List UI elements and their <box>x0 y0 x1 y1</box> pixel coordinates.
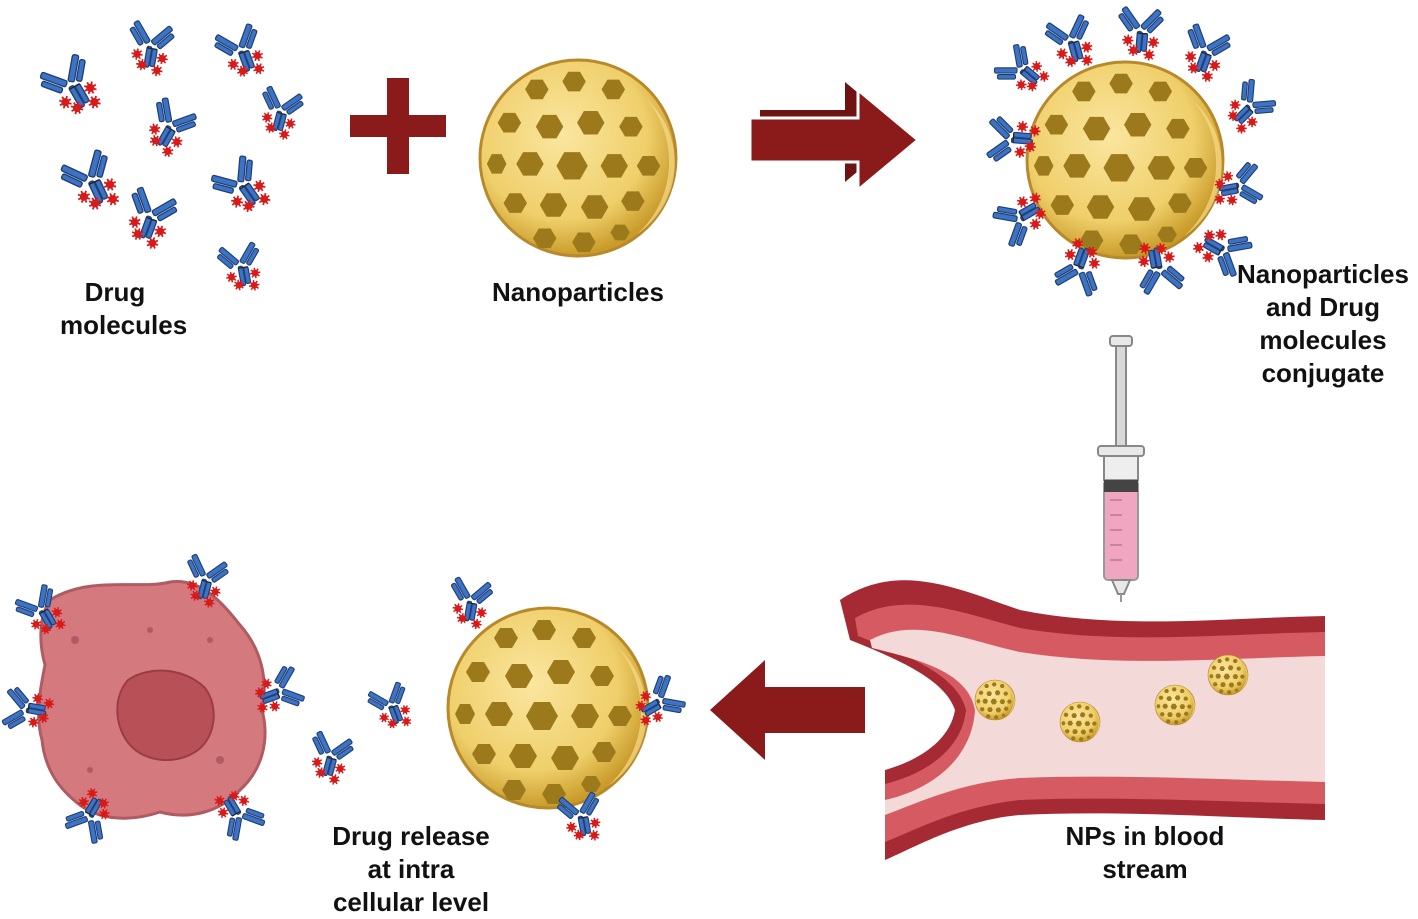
blood-vessel <box>840 580 1325 860</box>
label-line: molecules <box>1259 325 1387 355</box>
label-nanoparticles: Nanoparticles <box>478 276 678 309</box>
label-drug-molecules: Drug molecules <box>60 276 188 342</box>
label-line: at intra <box>367 854 455 884</box>
label-line: molecules <box>60 310 188 340</box>
label-line: Drug <box>84 277 146 307</box>
syringe-icon <box>1097 335 1145 602</box>
label-line: Nanoparticles <box>1237 259 1409 289</box>
nanoparticle-drug-conjugate <box>986 6 1282 300</box>
drug-molecules-cluster <box>33 19 308 297</box>
label-drug-release: Drug release at intra cellular level <box>318 820 504 919</box>
nanoparticle <box>478 58 678 258</box>
label-line: NPs in blood <box>1065 821 1225 851</box>
label-conjugate: Nanoparticles and Drug molecules conjuga… <box>1230 258 1416 390</box>
left-arrow-icon <box>710 660 865 760</box>
plus-icon <box>350 78 446 174</box>
label-line: Drug release <box>332 821 490 851</box>
label-line: conjugate <box>1261 358 1385 388</box>
label-line: cellular level <box>332 887 490 917</box>
label-line: and Drug <box>1265 292 1381 322</box>
label-line: stream <box>1102 854 1188 884</box>
nanoparticle-release <box>300 575 689 846</box>
right-arrow-icon <box>748 82 921 194</box>
target-cell <box>0 552 307 848</box>
label-line: Nanoparticles <box>492 277 664 307</box>
label-blood-stream: NPs in blood stream <box>1050 820 1240 886</box>
